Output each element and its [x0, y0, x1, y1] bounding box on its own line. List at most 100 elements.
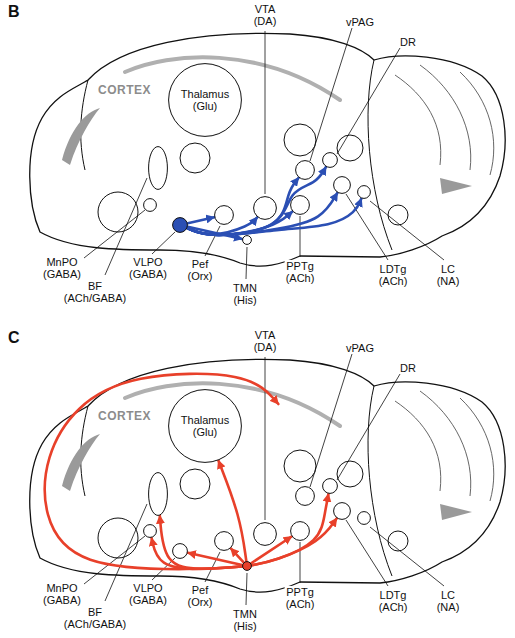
- nucleus-circle: VTA (DA): [253, 196, 277, 220]
- nucleus-name: LDTg (ACh): [378, 263, 409, 287]
- nucleus-name: TMN (His): [232, 608, 258, 632]
- projection-arrow: [45, 374, 279, 569]
- nucleus-name: Thalamus (Glu): [181, 88, 229, 112]
- nucleus-circle: LDTg (ACh): [333, 502, 351, 520]
- nucleus-circle: VLPO (GABA): [172, 543, 188, 559]
- nucleus-name: PPTg (ACh): [285, 586, 316, 610]
- nucleus-shape: [357, 511, 371, 525]
- nucleus-circle: vPAG: [295, 486, 315, 506]
- nucleus-outline: [291, 196, 310, 215]
- nucleus-circle: DR: [322, 478, 338, 494]
- nucleus-circle: LC (NA): [357, 185, 371, 199]
- nucleus-outline: [149, 147, 168, 190]
- nucleus-circle: PPTg (ACh): [290, 195, 310, 215]
- nucleus-outline: [323, 153, 338, 168]
- nucleus-name: PPTg (ACh): [285, 260, 316, 284]
- nucleus-name: LC (NA): [436, 589, 461, 613]
- nucleus-circle: vPAG: [295, 160, 315, 180]
- nucleus-name: MnPO (GABA): [42, 256, 82, 280]
- nucleus-name: DR: [399, 362, 417, 374]
- nucleus-outline: [169, 390, 242, 463]
- nucleus-outline: [243, 562, 252, 571]
- nucleus-shape: [322, 152, 338, 168]
- nucleus-shape: [242, 235, 252, 245]
- nucleus-shape: [242, 561, 252, 571]
- nucleus-outline: [149, 473, 168, 516]
- nucleus-circle: LC (NA): [357, 511, 371, 525]
- projection-arrow: [160, 516, 242, 569]
- projection-arrow: [231, 548, 244, 562]
- nucleus-shape: [143, 198, 157, 212]
- projection-arrow: [188, 217, 214, 223]
- nucleus-outline: [296, 161, 315, 180]
- nucleus-name: LC (NA): [436, 263, 461, 287]
- nucleus-shape: [290, 521, 310, 541]
- nucleus-name: vPAG: [345, 16, 375, 28]
- nucleus-shape: [253, 196, 277, 220]
- nucleus-name: Pef (Orx): [186, 258, 213, 282]
- nucleus-outline: [215, 206, 234, 225]
- region-name: CORTEX: [96, 410, 153, 423]
- nucleus-shape: [357, 185, 371, 199]
- projection-arrow: [252, 518, 337, 565]
- nucleus-outline: [144, 525, 157, 538]
- nucleus-outline: [334, 503, 351, 520]
- panel-letter: C: [8, 329, 20, 347]
- nucleus-shape: [322, 478, 338, 494]
- nucleus-circle: Pef (Orx): [214, 205, 234, 225]
- nucleus-name: VTA (DA): [253, 3, 278, 27]
- nucleus-outline: [144, 199, 157, 212]
- nucleus-name: MnPO (GABA): [42, 582, 82, 606]
- nucleus-name: BF (ACh/GABA): [63, 280, 127, 304]
- brain-section: [30, 354, 505, 605]
- nucleus-shape: [143, 524, 157, 538]
- nucleus-circle: MnPO (GABA): [143, 198, 157, 212]
- nucleus-outline: [254, 523, 277, 546]
- projection-arrow: [188, 553, 242, 565]
- nucleus-outline: [173, 218, 188, 233]
- nucleus-circle: BF (ACh/GABA): [148, 146, 168, 190]
- nucleus-circle: LDTg (ACh): [333, 176, 351, 194]
- nucleus-circle: DR: [322, 152, 338, 168]
- nucleus-name: Pef (Orx): [186, 584, 213, 608]
- nucleus-name: TMN (His): [232, 282, 258, 306]
- projection-arrow: [187, 178, 298, 235]
- nucleus-outline: [215, 532, 234, 551]
- nucleus-shape: [333, 176, 351, 194]
- nucleus-shape: [172, 543, 188, 559]
- nucleus-shape: [214, 531, 234, 551]
- nucleus-circle: Thalamus (Glu): [168, 389, 242, 463]
- brain-section: [30, 28, 505, 279]
- nucleus-circle: PPTg (ACh): [290, 521, 310, 541]
- nucleus-outline: [323, 479, 338, 494]
- nucleus-name: VLPO (GABA): [128, 582, 168, 606]
- nucleus-name: Thalamus (Glu): [181, 414, 229, 438]
- nucleus-outline: [334, 177, 351, 194]
- projection-arrow: [252, 494, 329, 565]
- nucleus-name: vPAG: [345, 342, 375, 354]
- nucleus-shape: [253, 522, 277, 546]
- nucleus-shape: [148, 472, 168, 516]
- nucleus-outline: [291, 522, 310, 541]
- nucleus-outline: [173, 544, 188, 559]
- nucleus-outline: [296, 487, 315, 506]
- region-name: CORTEX: [96, 84, 153, 97]
- nucleus-circle: Pef (Orx): [214, 531, 234, 551]
- nucleus-circle: TMN (His): [242, 235, 252, 245]
- nucleus-circle: MnPO (GABA): [143, 524, 157, 538]
- nucleus-outline: [358, 186, 371, 199]
- nucleus-shape: [172, 217, 188, 233]
- nucleus-outline: [243, 236, 252, 245]
- nucleus-circle: VTA (DA): [253, 522, 277, 546]
- nucleus-name: BF (ACh/GABA): [63, 606, 127, 630]
- nucleus-circle: Thalamus (Glu): [168, 63, 242, 137]
- nucleus-shape: [295, 486, 315, 506]
- nucleus-circle: TMN (His): [242, 561, 252, 571]
- nucleus-outline: [254, 197, 277, 220]
- nucleus-shape: [295, 160, 315, 180]
- nucleus-name: DR: [399, 36, 417, 48]
- nucleus-outline: [358, 512, 371, 525]
- nucleus-shape: [290, 195, 310, 215]
- projection-arrow: [187, 193, 337, 235]
